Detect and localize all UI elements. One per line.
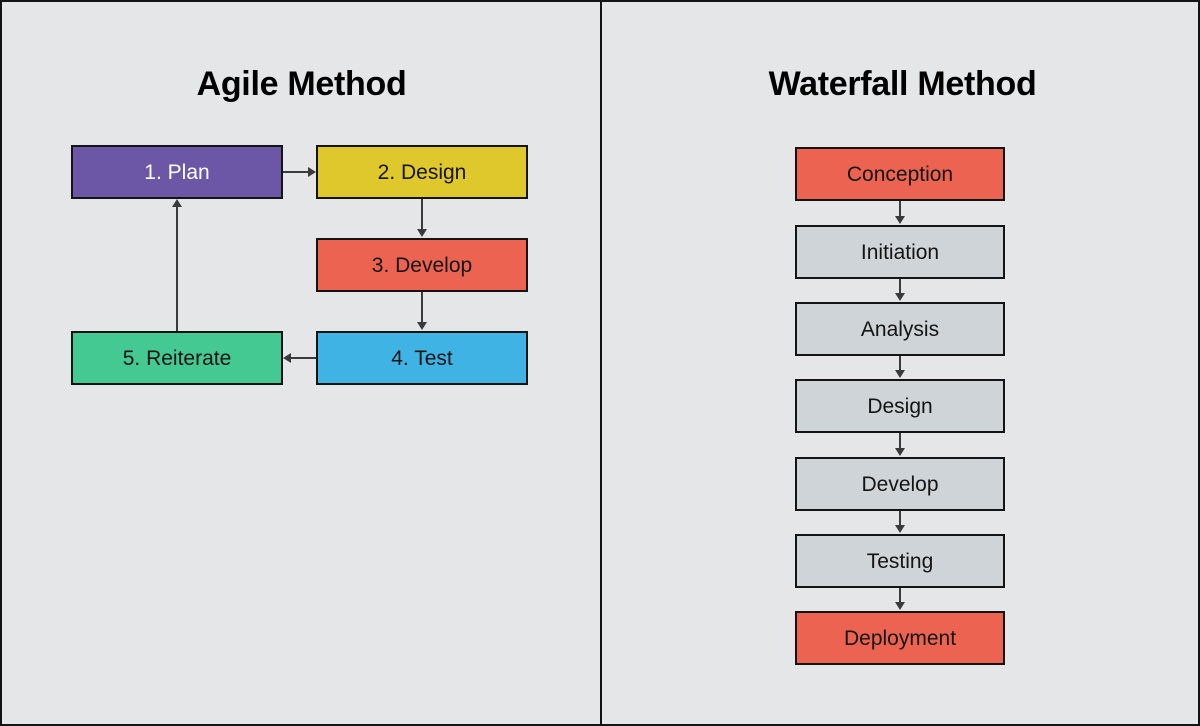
waterfall-arrow-design-to-develop-head-icon [895,448,905,456]
waterfall-method-panel: Waterfall Method [603,2,1198,724]
agile-node-develop-label: 3. Develop [371,253,473,277]
agile-arrow-reiterate-to-plan-head-icon [172,199,182,207]
waterfall-panel-title: Waterfall Method [768,65,1037,103]
waterfall-node-develop-label: Develop [861,472,939,496]
agile-panel-title: Agile Method [196,65,407,103]
agile-arrow-develop-to-test [421,292,423,323]
agile-arrow-test-to-reiterate [290,357,316,359]
agile-node-design[interactable]: 2. Design [316,145,528,199]
agile-arrow-reiterate-to-plan [176,206,178,331]
agile-node-reiterate-label: 5. Reiterate [122,346,232,370]
waterfall-node-testing-label: Testing [866,549,934,573]
waterfall-node-deployment[interactable]: Deployment [795,611,1005,665]
waterfall-arrow-conception-to-initiation-head-icon [895,216,905,224]
agile-arrow-design-to-develop-head-icon [417,229,427,237]
agile-arrow-develop-to-test-head-icon [417,322,427,330]
agile-node-develop[interactable]: 3. Develop [316,238,528,292]
agile-node-plan-label: 1. Plan [144,160,210,184]
waterfall-node-deployment-label: Deployment [843,626,957,650]
waterfall-arrow-analysis-to-design [899,356,901,371]
waterfall-node-design-label: Design [867,394,933,418]
agile-node-reiterate[interactable]: 5. Reiterate [71,331,283,385]
waterfall-arrow-analysis-to-design-head-icon [895,370,905,378]
agile-arrow-plan-to-design-head-icon [308,167,316,177]
waterfall-node-conception-label: Conception [846,162,954,186]
waterfall-arrow-design-to-develop [899,433,901,449]
waterfall-arrow-develop-to-testing [899,511,901,526]
waterfall-node-testing[interactable]: Testing [795,534,1005,588]
waterfall-arrow-initiation-to-analysis-head-icon [895,293,905,301]
waterfall-arrow-conception-to-initiation [899,201,901,217]
panel-divider [600,2,602,724]
agile-arrow-plan-to-design [283,171,309,173]
waterfall-node-analysis[interactable]: Analysis [795,302,1005,356]
waterfall-node-develop[interactable]: Develop [795,457,1005,511]
waterfall-arrow-testing-to-deployment-head-icon [895,602,905,610]
agile-node-test[interactable]: 4. Test [316,331,528,385]
agile-node-design-label: 2. Design [377,160,467,184]
waterfall-node-design[interactable]: Design [795,379,1005,433]
waterfall-arrow-initiation-to-analysis [899,279,901,294]
waterfall-arrow-testing-to-deployment [899,588,901,603]
agile-node-test-label: 4. Test [391,346,453,370]
agile-arrow-design-to-develop [421,199,423,230]
waterfall-node-analysis-label: Analysis [860,317,940,341]
waterfall-node-initiation[interactable]: Initiation [795,225,1005,279]
waterfall-arrow-develop-to-testing-head-icon [895,525,905,533]
agile-arrow-test-to-reiterate-head-icon [283,353,291,363]
agile-method-panel: Agile Method [2,2,601,724]
waterfall-node-initiation-label: Initiation [860,240,940,264]
agile-node-plan[interactable]: 1. Plan [71,145,283,199]
waterfall-node-conception[interactable]: Conception [795,147,1005,201]
